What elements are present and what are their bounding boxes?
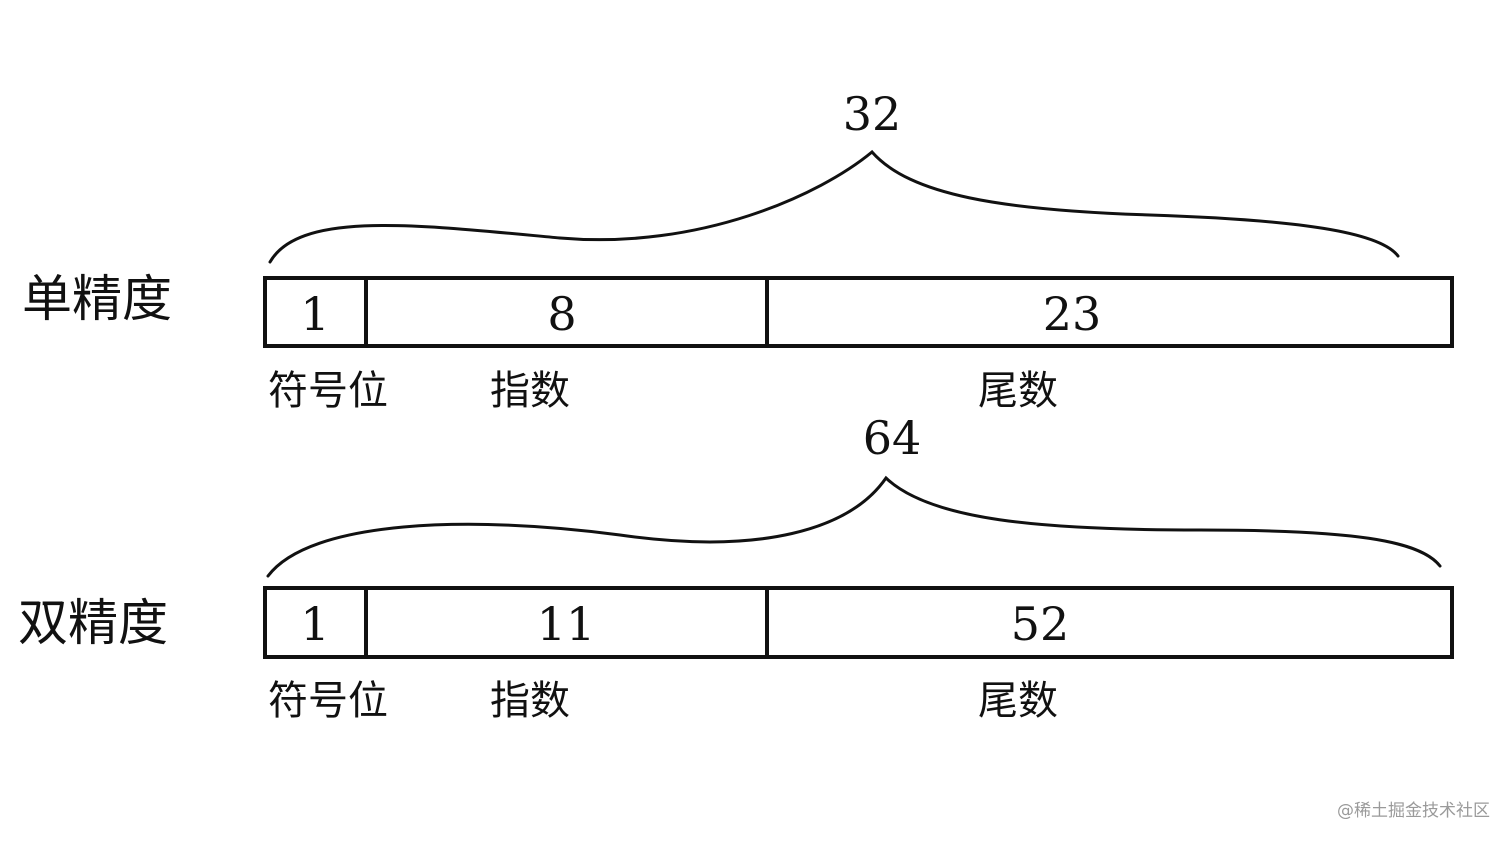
double-precision-total-brace [266,475,1442,578]
single-precision-row: 单精度 32 1 8 23 符号位 指数 尾数 [22,87,1454,414]
double-precision-total-bits: 64 [863,411,922,465]
double-precision-label: 双精度 [18,594,168,652]
double-sign-label: 符号位 [268,678,388,724]
single-mantissa-bits: 23 [1043,287,1102,341]
double-sign-bits: 1 [300,597,329,651]
single-exponent-bits: 8 [547,287,576,341]
single-precision-label: 单精度 [22,270,172,328]
single-mantissa-label: 尾数 [978,368,1058,414]
single-sign-label: 符号位 [268,368,388,414]
double-exponent-label: 指数 [490,678,570,724]
double-precision-row: 双精度 64 1 11 52 符号位 指数 尾数 [18,411,1454,724]
double-mantissa-label: 尾数 [978,678,1058,724]
double-exponent-bits: 11 [537,597,596,651]
single-exponent-label: 指数 [490,368,570,414]
double-mantissa-bits: 52 [1011,597,1070,651]
single-precision-total-bits: 32 [843,87,902,141]
double-precision-bit-box [263,586,1454,659]
single-precision-total-brace [268,149,1400,264]
single-precision-bit-box [263,276,1454,348]
single-sign-bits: 1 [300,287,329,341]
watermark: @稀土掘金技术社区 [1337,801,1490,821]
